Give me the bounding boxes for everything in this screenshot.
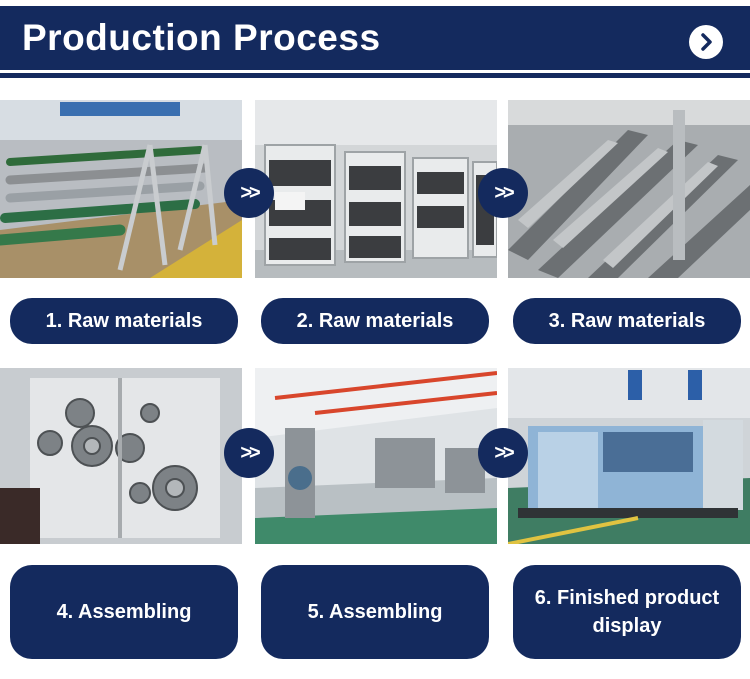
step-5-label: 5. Assembling <box>261 565 489 659</box>
photo-raw-parts-shelves <box>255 100 497 278</box>
arrow-4: >> <box>478 428 528 478</box>
arrow-2: >> <box>478 168 528 218</box>
page-title: Production Process <box>22 17 381 58</box>
next-button[interactable] <box>689 25 723 59</box>
step-6-label: 6. Finished product display <box>513 565 741 659</box>
photo-assembling-gears <box>0 368 242 544</box>
chevron-right-icon <box>701 33 712 51</box>
step-4-label: 4. Assembling <box>10 565 238 659</box>
photo-raw-rollers <box>0 100 242 278</box>
photo-finished-machine <box>508 368 750 544</box>
photo-raw-steel-beams <box>508 100 750 278</box>
arrow-1: >> <box>224 168 274 218</box>
step-1-label: 1. Raw materials <box>10 298 238 344</box>
arrow-3: >> <box>224 428 274 478</box>
step-2-label: 2. Raw materials <box>261 298 489 344</box>
header-underline <box>0 73 750 78</box>
step-3-label: 3. Raw materials <box>513 298 741 344</box>
header-banner: Production Process <box>0 6 750 70</box>
photo-assembling-workshop <box>255 368 497 544</box>
